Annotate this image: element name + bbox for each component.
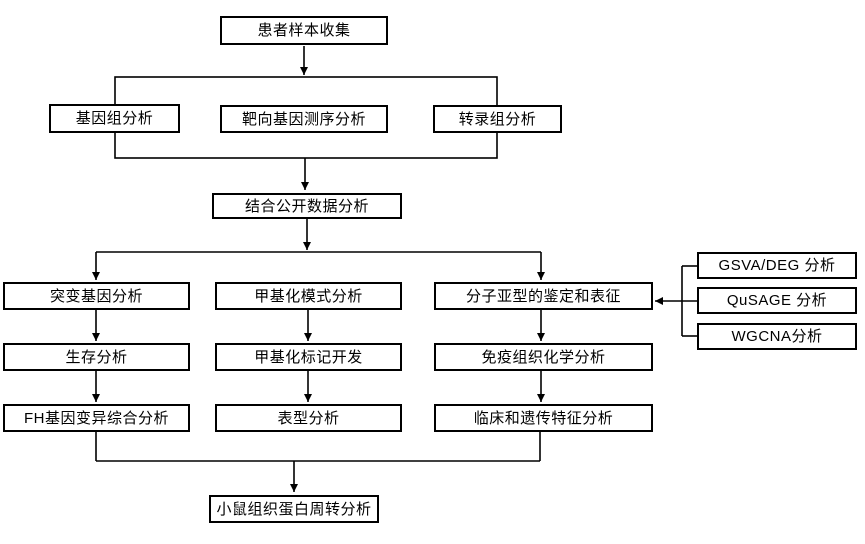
node-methylation-pattern: 甲基化模式分析 xyxy=(215,282,402,310)
node-label: 结合公开数据分析 xyxy=(244,197,369,215)
node-label: 小鼠组织蛋白周转分析 xyxy=(216,500,372,518)
node-mutation: 突变基因分析 xyxy=(3,282,190,310)
node-wgcna: WGCNA分析 xyxy=(697,323,857,350)
node-label: 免疫组织化学分析 xyxy=(481,348,606,366)
node-label: GSVA/DEG 分析 xyxy=(718,257,836,274)
node-label: 甲基化模式分析 xyxy=(254,287,363,305)
node-clinical-genetic: 临床和遗传特征分析 xyxy=(434,404,653,432)
node-methylation-marker: 甲基化标记开发 xyxy=(215,343,402,371)
node-targeted-seq: 靶向基因测序分析 xyxy=(220,105,388,133)
node-subtype: 分子亚型的鉴定和表征 xyxy=(434,282,653,310)
node-label: 靶向基因测序分析 xyxy=(241,110,366,128)
node-label: 表型分析 xyxy=(277,409,340,427)
node-qusage: QuSAGE 分析 xyxy=(697,287,857,314)
node-transcriptomic: 转录组分析 xyxy=(433,105,562,133)
node-mouse-protein: 小鼠组织蛋白周转分析 xyxy=(209,495,379,523)
node-label: 基因组分析 xyxy=(75,110,154,127)
node-genomic: 基因组分析 xyxy=(49,104,180,133)
node-patient-sample: 患者样本收集 xyxy=(220,16,388,45)
node-label: 分子亚型的鉴定和表征 xyxy=(465,287,621,305)
node-fh-variant: FH基因变异综合分析 xyxy=(3,404,190,432)
node-label: 甲基化标记开发 xyxy=(254,348,363,366)
node-label: WGCNA分析 xyxy=(731,328,823,345)
node-survival: 生存分析 xyxy=(3,343,190,371)
node-gsva-deg: GSVA/DEG 分析 xyxy=(697,252,857,279)
node-label: 生存分析 xyxy=(65,348,128,366)
node-phenotype: 表型分析 xyxy=(215,404,402,432)
node-ihc: 免疫组织化学分析 xyxy=(434,343,653,371)
node-label: 突变基因分析 xyxy=(49,287,143,305)
node-label: 转录组分析 xyxy=(458,110,537,128)
node-public-data: 结合公开数据分析 xyxy=(212,193,402,219)
node-label: QuSAGE 分析 xyxy=(726,292,828,309)
node-label: FH基因变异综合分析 xyxy=(24,409,169,427)
node-label: 临床和遗传特征分析 xyxy=(473,409,614,427)
node-label: 患者样本收集 xyxy=(257,22,351,39)
